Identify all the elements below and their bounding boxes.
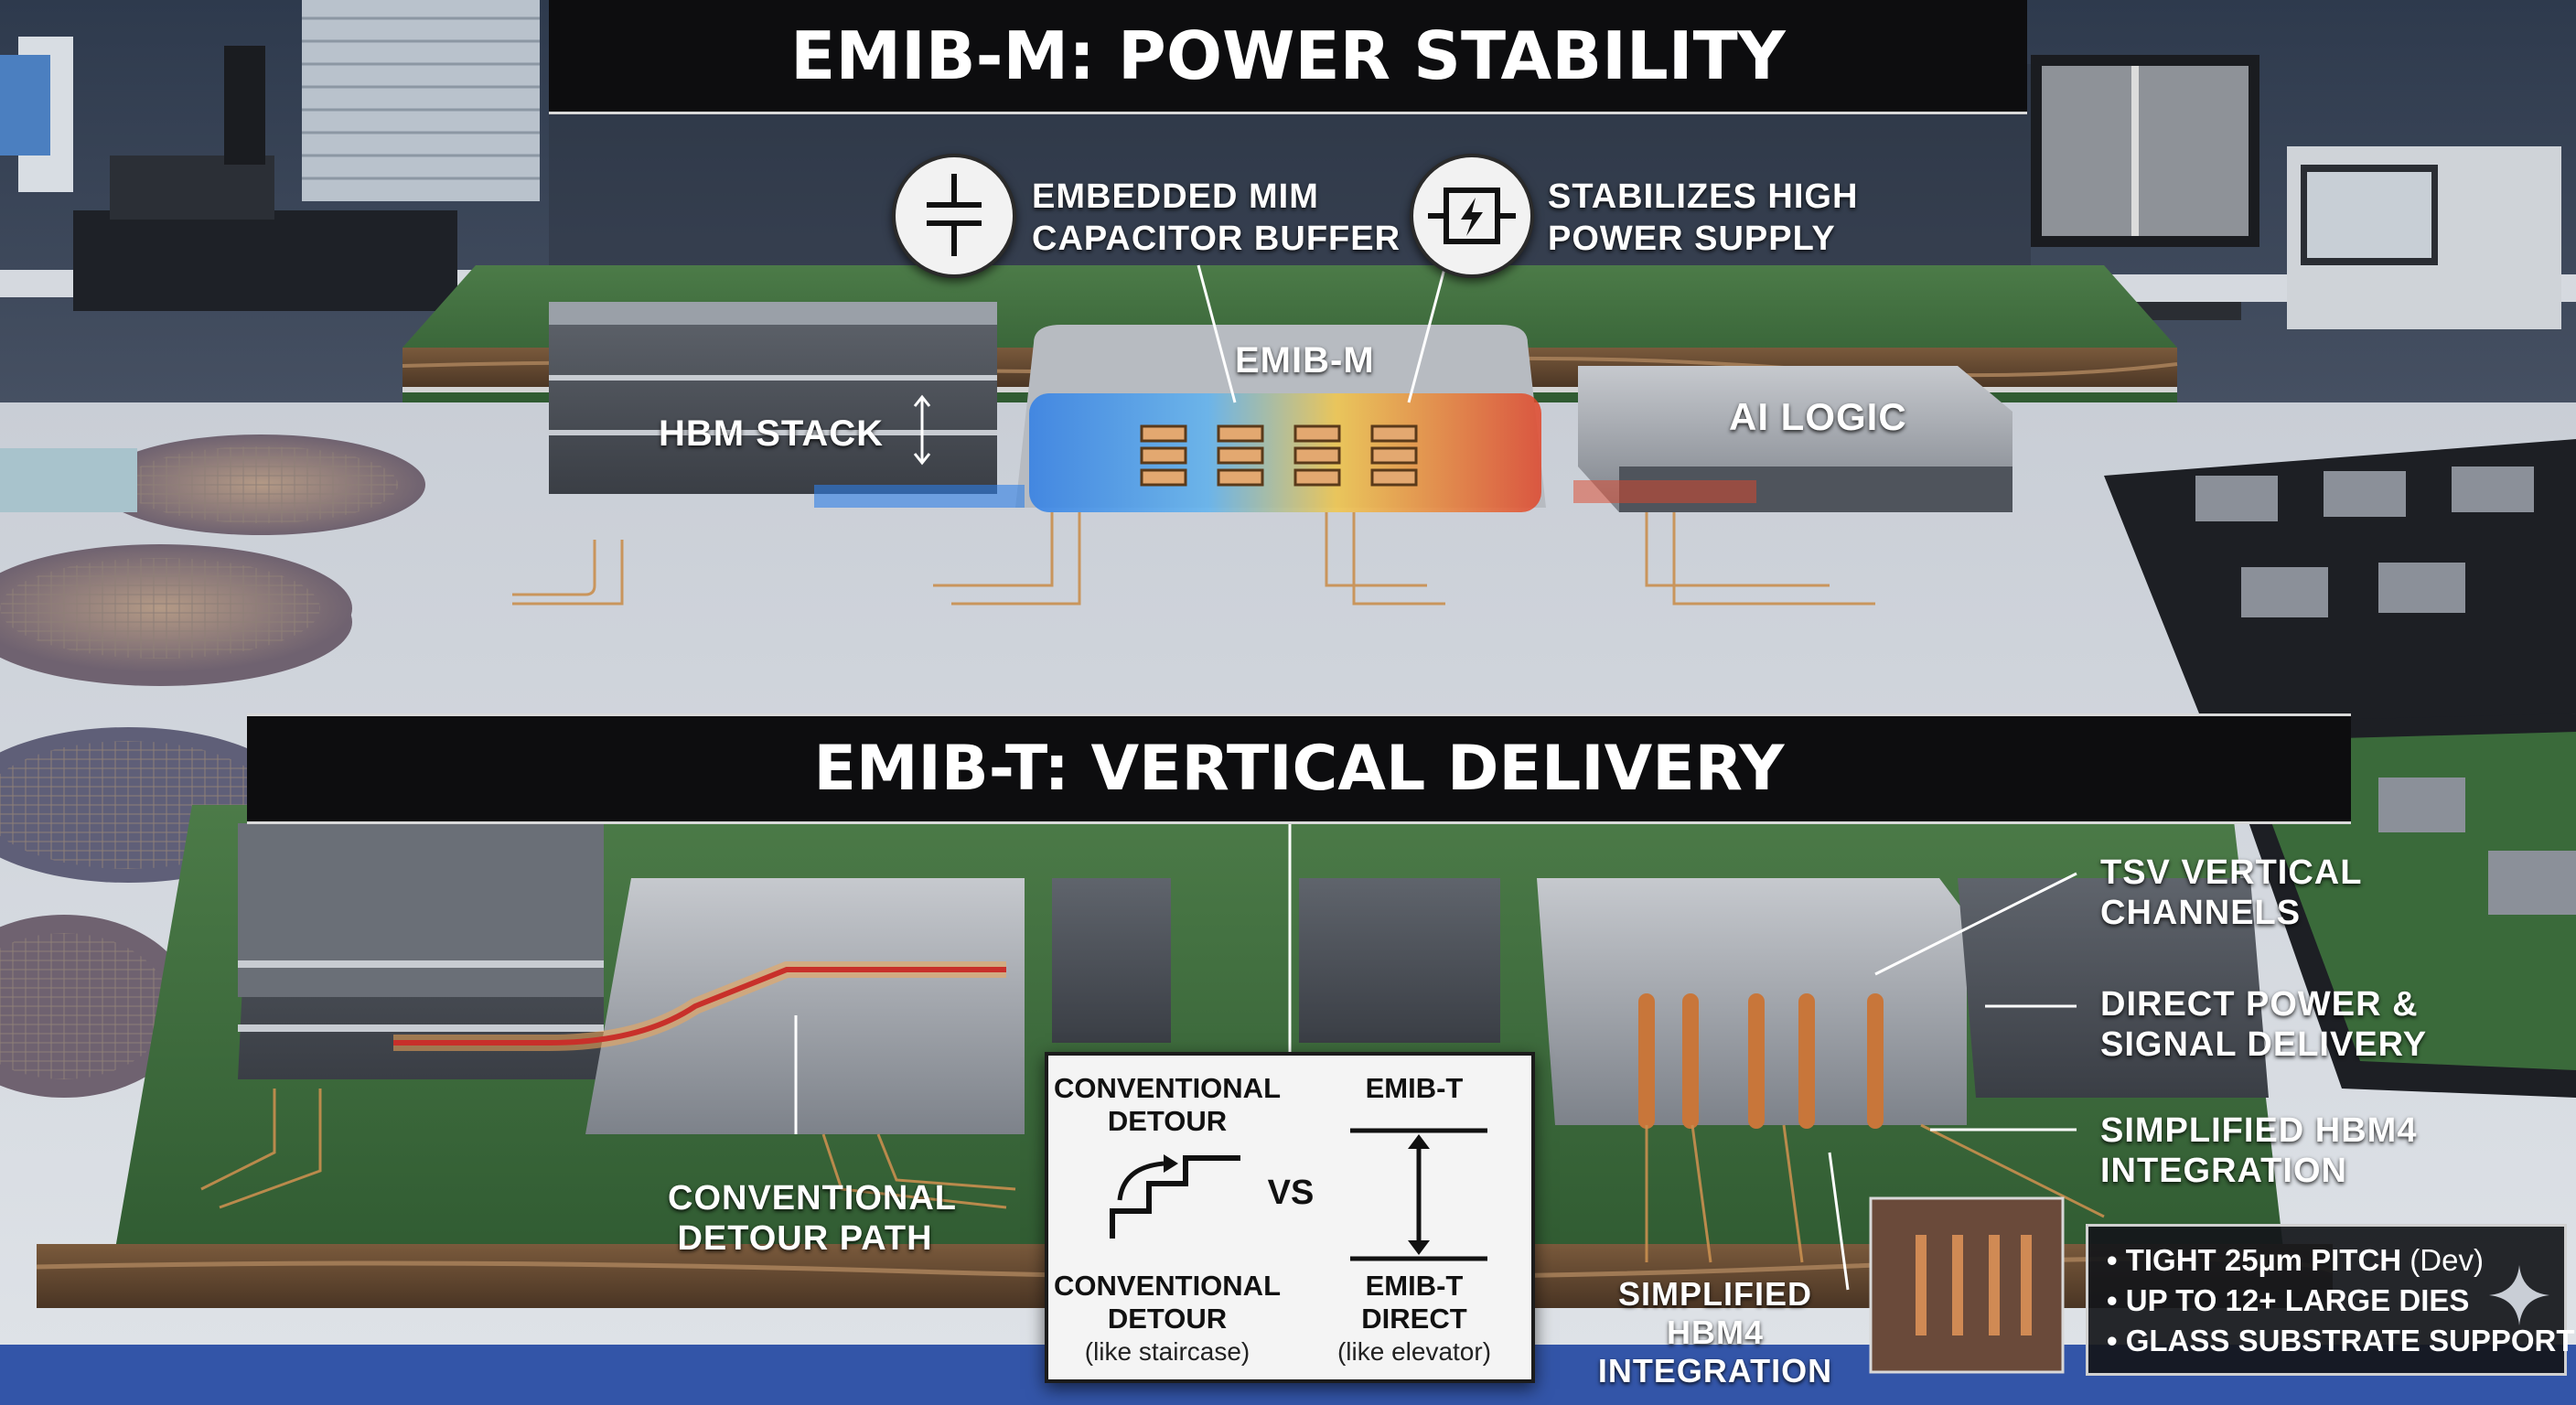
conventional-path-label: CONVENTIONAL DETOUR PATH <box>668 1178 957 1259</box>
power-stabilizer-icon <box>1410 154 1534 278</box>
spec-item-1-note: (Dev) <box>2410 1243 2484 1277</box>
mim-label-line2: CAPACITOR BUFFER <box>1032 220 1401 258</box>
direct-delivery-label: DIRECT POWER & SIGNAL DELIVERY <box>2100 984 2427 1065</box>
compare-right-bottom-line1: EMIB-T <box>1365 1270 1464 1302</box>
conventional-path-line1: CONVENTIONAL <box>668 1179 957 1217</box>
specs-box: • TIGHT 25µm PITCH (Dev) • UP TO 12+ LAR… <box>2086 1224 2575 1376</box>
compare-right-bottom-sub: (like elevator) <box>1336 1337 1492 1366</box>
hbm4-bottom-line1: SIMPLIFIED HBM4 <box>1617 1275 1812 1351</box>
tsv-label-line2: CHANNELS <box>2100 894 2302 932</box>
spec-row-1: • TIGHT 25µm PITCH (Dev) <box>2107 1243 2484 1278</box>
compare-right-bottom-line2: DIRECT <box>1361 1303 1467 1335</box>
compare-left-bottom-sub: (like staircase) <box>1084 1337 1250 1366</box>
conventional-path-line2: DETOUR PATH <box>677 1219 933 1258</box>
sparkle-icon <box>2487 1263 2551 1327</box>
mim-capacitor-array <box>1134 419 1427 492</box>
emib-m-bridge-label: EMIB-M <box>1235 340 1375 381</box>
elevator-icon <box>1341 1121 1497 1268</box>
compare-right-bottom: EMIB-T DIRECT <box>1323 1270 1506 1335</box>
spec-item-3: GLASS SUBSTRATE SUPPORT <box>2125 1324 2575 1357</box>
mim-label-line1: EMBEDDED MIM <box>1032 177 1319 216</box>
direct-delivery-line1: DIRECT POWER & <box>2100 985 2419 1024</box>
bullet: • <box>2107 1243 2118 1277</box>
ai-logic-label: AI LOGIC <box>1729 395 1907 438</box>
spec-row-2: • UP TO 12+ LARGE DIES <box>2107 1283 2469 1318</box>
spec-item-1: TIGHT 25µm PITCH <box>2125 1243 2402 1277</box>
compare-left-bottom-line2: DETOUR <box>1107 1303 1228 1335</box>
capacitor-icon <box>892 154 1016 278</box>
compare-right-top: EMIB-T <box>1365 1072 1464 1104</box>
hbm-stack-label: HBM STACK <box>659 413 885 454</box>
staircase-icon <box>1103 1147 1259 1248</box>
hbm4-bottom-label: SIMPLIFIED HBM4 INTEGRATION <box>1573 1275 1857 1390</box>
vs-label: VS <box>1267 1174 1315 1212</box>
tsv-label-line1: TSV VERTICAL <box>2100 853 2363 892</box>
hbm4-right-line1: SIMPLIFIED HBM4 <box>2100 1111 2418 1150</box>
stabilize-label: STABILIZES HIGH POWER SUPPLY <box>1548 176 1858 260</box>
mim-label: EMBEDDED MIM CAPACITOR BUFFER <box>1032 176 1401 260</box>
compare-left-bottom: CONVENTIONAL DETOUR <box>1048 1270 1286 1335</box>
tsv-label: TSV VERTICAL CHANNELS <box>2100 853 2362 933</box>
spec-row-3: • GLASS SUBSTRATE SUPPORT <box>2107 1324 2575 1358</box>
top-section-title: EMIB-M: POWER STABILITY <box>549 0 2027 114</box>
compare-left-top: CONVENTIONAL DETOUR <box>1048 1072 1286 1138</box>
direct-delivery-line2: SIGNAL DELIVERY <box>2100 1025 2428 1064</box>
compare-left-top-line1: CONVENTIONAL <box>1054 1072 1281 1104</box>
height-arrow-icon <box>911 393 933 467</box>
stabilize-label-line1: STABILIZES HIGH <box>1548 177 1859 216</box>
compare-left-bottom-line1: CONVENTIONAL <box>1054 1270 1281 1302</box>
spec-item-2: UP TO 12+ LARGE DIES <box>2125 1283 2470 1317</box>
bottom-section-title: EMIB-T: VERTICAL DELIVERY <box>247 713 2351 824</box>
hbm4-bottom-line2: INTEGRATION <box>1597 1352 1833 1389</box>
hbm4-right-line2: INTEGRATION <box>2100 1152 2347 1190</box>
comparison-panel: CONVENTIONAL DETOUR EMIB-T VS CONVENTION… <box>1045 1052 1535 1383</box>
bullet: • <box>2107 1324 2118 1357</box>
compare-left-top-line2: DETOUR <box>1107 1105 1228 1137</box>
bullet: • <box>2107 1283 2118 1317</box>
stabilize-label-line2: POWER SUPPLY <box>1548 220 1836 258</box>
hbm4-right-label: SIMPLIFIED HBM4 INTEGRATION <box>2100 1110 2417 1191</box>
